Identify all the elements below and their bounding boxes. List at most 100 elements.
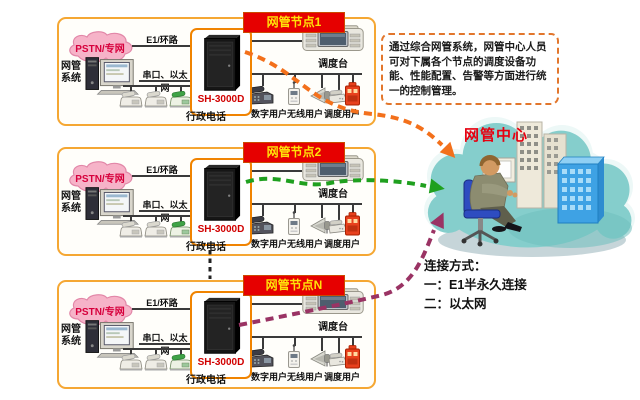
- connection-note: 连接方式： 一：E1半永久连接 二：以太网: [424, 257, 527, 314]
- rack-icon: [201, 296, 241, 356]
- dispatch-terminal-icon: [344, 82, 361, 106]
- admin-bus-line: [123, 85, 190, 87]
- e1-connection-line: [132, 308, 190, 310]
- connection-item-2: 二：以太网: [424, 297, 487, 311]
- nmc-title: 网管中心: [464, 127, 529, 144]
- admin-phone-label: 行政电话: [186, 112, 226, 123]
- console-connection-line: [248, 303, 302, 305]
- drop-line: [321, 336, 323, 351]
- drop-line: [155, 348, 157, 355]
- admin-phone-icon: [119, 221, 143, 239]
- e1-connection-line: [132, 45, 190, 47]
- admin-phone-icon: [144, 91, 168, 109]
- admin-phone-icon: [119, 354, 143, 372]
- pstn-label: PSTN/专网: [75, 173, 125, 185]
- dispatch-user-label: 调度用户: [323, 372, 360, 382]
- node-panel-1: 网管节点1 PSTN/专网 E1/环路 网管 系统 串口、以太网 SH-3000…: [57, 12, 376, 126]
- drop-line: [180, 348, 182, 355]
- drop-line: [294, 203, 296, 213]
- wireless-unit-icon: [286, 81, 302, 106]
- user-bus-line: [248, 73, 362, 75]
- drop-line: [338, 336, 340, 353]
- node-title-banner: 网管节点1: [243, 12, 345, 33]
- e1-connection-line: [132, 175, 190, 177]
- admin-phone-label: 行政电话: [186, 242, 226, 253]
- serial-ethernet-label: 串口、以太网: [142, 333, 188, 356]
- admin-phone-label: 行政电话: [186, 375, 226, 386]
- dispatch-terminal-icon: [344, 212, 361, 236]
- sh3000d-label: SH-3000D: [197, 357, 245, 368]
- drop-line: [262, 336, 264, 349]
- serial-connection-line: [139, 210, 190, 212]
- node-panel-n: 网管节点N PSTN/专网 E1/环路 网管 系统 串口、以太网 SH-3000…: [57, 275, 376, 389]
- sh3000d-cabinet: SH-3000D: [190, 158, 252, 246]
- admin-phone-icon: [144, 221, 168, 239]
- drop-line: [155, 215, 157, 222]
- sh3000d-cabinet: SH-3000D: [190, 28, 252, 116]
- digital-phone-icon: [249, 85, 275, 106]
- admin-bus-line: [123, 215, 190, 217]
- wireless-unit-icon: [286, 344, 302, 369]
- admin-phone-icon: [119, 91, 143, 109]
- serial-ethernet-label: 串口、以太网: [142, 200, 188, 223]
- e1-link-label: E1/环路: [146, 165, 178, 175]
- console-label: 调度台: [318, 189, 348, 200]
- node-title-banner: 网管节点N: [243, 275, 345, 296]
- console-connection-line: [248, 40, 302, 42]
- drop-line: [180, 215, 182, 222]
- drop-line: [338, 203, 340, 220]
- drop-line: [294, 336, 296, 346]
- description-box: 通过综合网管系统，网管中心人员可对下属各个节点的调度设备功能、性能配置、告警等方…: [381, 33, 559, 105]
- console-connection-line: [248, 170, 302, 172]
- nms-system-label: 网管 系统: [61, 191, 81, 214]
- drop-line: [321, 203, 323, 218]
- connection-heading: 连接方式：: [424, 259, 487, 273]
- sh3000d-label: SH-3000D: [197, 224, 245, 235]
- digital-phone-icon: [249, 348, 275, 369]
- wireless-user-label: 无线用户: [286, 372, 323, 382]
- drop-line: [180, 85, 182, 92]
- console-label: 调度台: [318, 59, 348, 70]
- nms-system-label: 网管 系统: [61, 324, 81, 347]
- serial-ethernet-label: 串口、以太网: [142, 70, 188, 93]
- nmc-cloud-illustration: [424, 117, 635, 257]
- node-title-banner: 网管节点2: [243, 142, 345, 163]
- wireless-user-label: 无线用户: [286, 109, 323, 119]
- drop-line: [130, 85, 132, 92]
- rack-icon: [201, 163, 241, 223]
- user-bus-line: [248, 203, 362, 205]
- digital-user-label: 数字用户: [250, 372, 287, 382]
- drop-line: [338, 73, 340, 90]
- drop-line: [262, 203, 264, 216]
- dispatch-user-label: 调度用户: [323, 239, 360, 249]
- e1-link-label: E1/环路: [146, 298, 178, 308]
- dispatch-user-label: 调度用户: [323, 109, 360, 119]
- drop-line: [130, 215, 132, 222]
- sh3000d-label: SH-3000D: [197, 94, 245, 105]
- serial-connection-line: [139, 343, 190, 345]
- drop-line: [155, 85, 157, 92]
- node-panel-2: 网管节点2 PSTN/专网 E1/环路 网管 系统 串口、以太网 SH-3000…: [57, 142, 376, 256]
- sh3000d-cabinet: SH-3000D: [190, 291, 252, 379]
- serial-connection-line: [139, 80, 190, 82]
- drop-line: [130, 348, 132, 355]
- e1-link-label: E1/环路: [146, 35, 178, 45]
- drop-line: [352, 203, 354, 213]
- drop-line: [352, 336, 354, 346]
- drop-line: [321, 73, 323, 88]
- admin-bus-line: [123, 348, 190, 350]
- connection-item-1: 一：E1半永久连接: [424, 278, 527, 292]
- operator-illustration: [461, 154, 522, 247]
- nms-system-label: 网管 系统: [61, 61, 81, 84]
- console-label: 调度台: [318, 322, 348, 333]
- rack-icon: [201, 33, 241, 93]
- wireless-user-label: 无线用户: [286, 239, 323, 249]
- pstn-label: PSTN/专网: [75, 43, 125, 55]
- user-bus-line: [248, 336, 362, 338]
- digital-phone-icon: [249, 215, 275, 236]
- wireless-unit-icon: [286, 211, 302, 236]
- admin-phone-icon: [144, 354, 168, 372]
- pstn-label: PSTN/专网: [75, 306, 125, 318]
- dispatch-terminal-icon: [344, 345, 361, 369]
